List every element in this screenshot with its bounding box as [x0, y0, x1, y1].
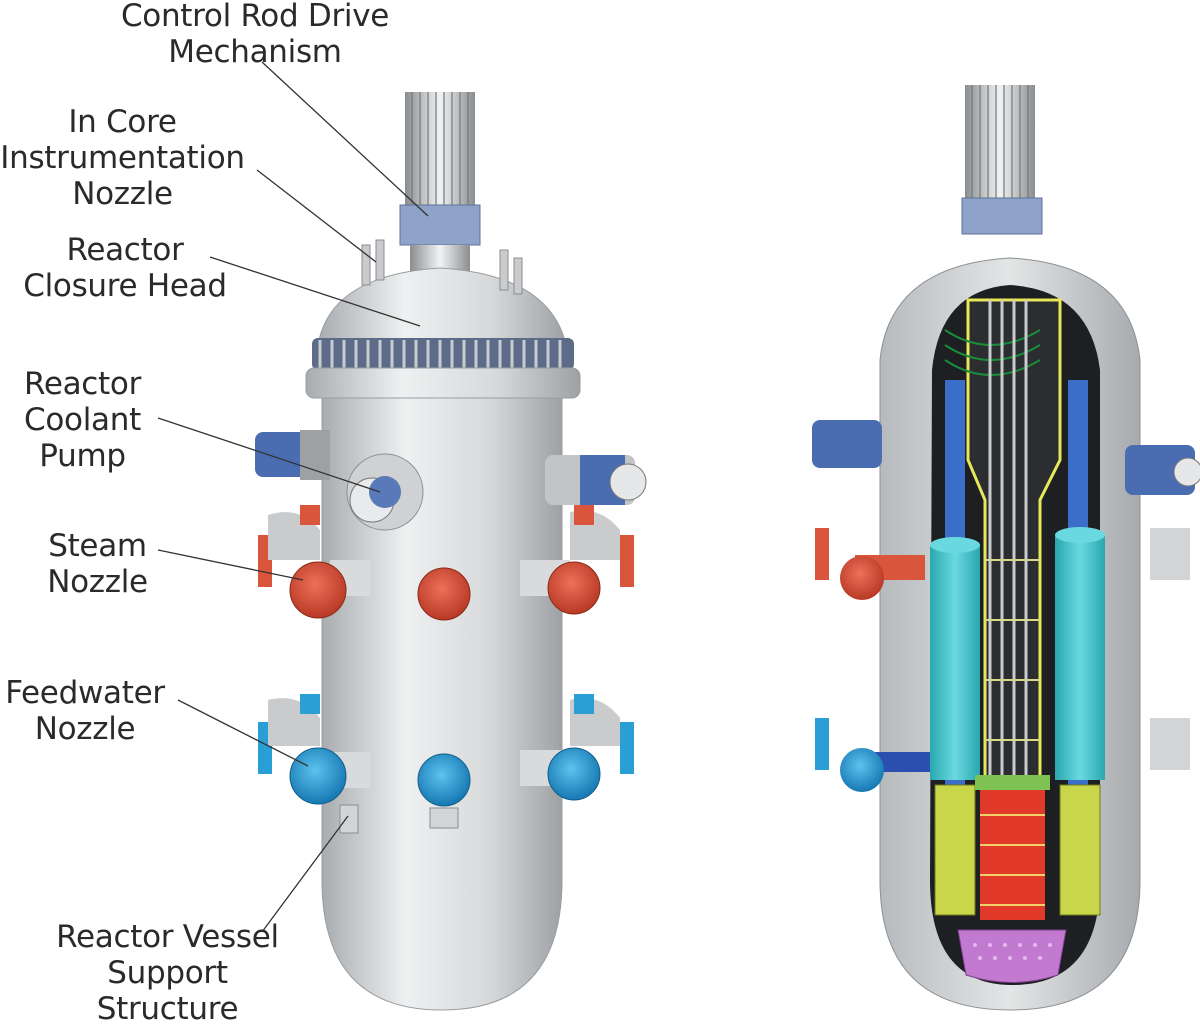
label-line: Instrumentation [0, 140, 245, 176]
cutaway-vessel [812, 85, 1200, 1011]
label-line: Coolant [24, 402, 141, 438]
crdm-rods [399, 92, 481, 285]
steam-nozzles [258, 505, 634, 621]
feedwater-nozzles [258, 694, 634, 807]
label-line: In Core [68, 104, 177, 140]
label-line: Reactor Vessel [56, 919, 279, 955]
label-reactor-vessel-support-structure: Reactor Vessel Support Structure [40, 919, 295, 1027]
leader-lines [157, 61, 429, 933]
label-line: Reactor [66, 232, 184, 268]
label-in-core-instrumentation-nozzle: In Core Instrumentation Nozzle [0, 104, 245, 212]
label-line: Reactor [23, 366, 142, 402]
label-line: Feedwater [5, 675, 165, 711]
label-line: Pump [39, 438, 126, 474]
coolant-pump-right [545, 455, 647, 505]
coolant-pump-left [255, 430, 330, 480]
coolant-pump-front [346, 453, 424, 531]
label-reactor-closure-head: Reactor Closure Head [12, 232, 238, 304]
label-feedwater-nozzle: Feedwater Nozzle [0, 675, 170, 747]
label-line: Nozzle [47, 564, 148, 600]
label-line: Nozzle [72, 176, 173, 212]
label-line: Control Rod Drive [120, 0, 390, 34]
label-steam-nozzle: Steam Nozzle [30, 528, 165, 600]
label-line: Steam [48, 528, 147, 564]
label-line: Support [107, 955, 228, 991]
label-line: Mechanism [168, 34, 342, 70]
label-line: Nozzle [34, 711, 136, 747]
label-line: Structure [96, 991, 239, 1027]
label-reactor-coolant-pump: Reactor Coolant Pump [10, 366, 155, 474]
exterior-vessel [255, 92, 647, 1011]
label-control-rod-drive-mechanism: Control Rod Drive Mechanism [100, 0, 410, 70]
label-line: Closure Head [23, 268, 227, 304]
